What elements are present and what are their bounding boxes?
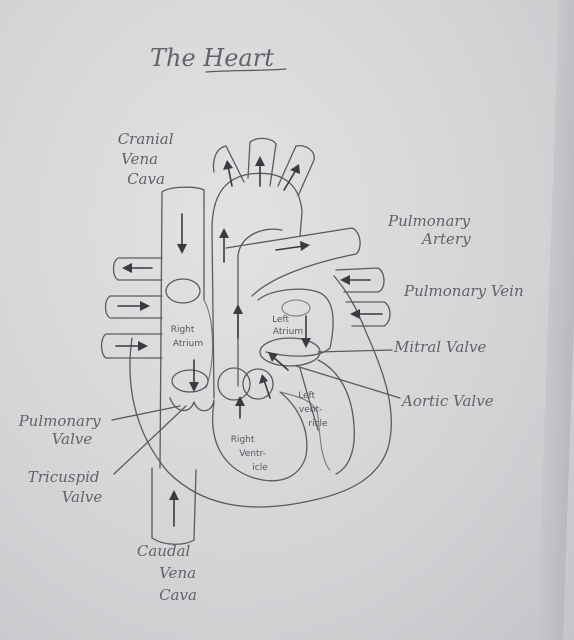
arrow-branch-left xyxy=(227,165,233,187)
arrow-vein-right-lower-head xyxy=(350,309,360,319)
leader-aortic xyxy=(295,365,401,399)
pulmonary-artery-label: Pulmonary Artery xyxy=(387,212,475,248)
aortic-arch-inner xyxy=(237,228,283,387)
arrow-aorta-inner-up-head xyxy=(233,304,243,314)
pulmonary-vein-left-middle xyxy=(104,295,163,319)
leader-pulmonary-valve xyxy=(111,405,181,421)
pulmonary-artery-vessel xyxy=(225,227,361,297)
arrow-vein-right-upper-head xyxy=(340,275,350,285)
tricuspid-valve-cusps xyxy=(169,397,215,412)
arrow-vein-left-lower-head xyxy=(138,341,148,351)
aortic-valve-label: Aortic Valve xyxy=(400,392,494,410)
arrow-vein-left-middle-head xyxy=(140,301,150,311)
arrow-left-ventricle-up-head xyxy=(259,374,268,384)
arrow-vein-left-upper-head xyxy=(122,263,132,273)
left-ventricle-chamber xyxy=(299,359,355,475)
arrow-left-atrium-down-head xyxy=(301,338,311,348)
septum xyxy=(279,391,331,471)
pulmonary-valve-ring xyxy=(217,367,251,401)
aortic-branch-right xyxy=(277,144,315,197)
arrow-cranial-down-head xyxy=(177,244,187,254)
arrow-pulmonary-artery-head xyxy=(300,241,310,251)
right-atrium-wall xyxy=(203,299,214,389)
heart-outline xyxy=(129,275,392,508)
pulmonary-valve-label: Pulmonary Valve xyxy=(18,412,106,448)
pulmonary-vein-right-lower xyxy=(345,301,391,327)
mitral-valve-shape xyxy=(259,337,321,367)
tricuspid-opening xyxy=(171,369,209,393)
right-ventricle-chamber xyxy=(212,391,308,482)
leader-mitral xyxy=(317,349,393,353)
left-ventricle-label: Left vent- ricle xyxy=(298,391,328,429)
arrow-atrium-down-head xyxy=(189,382,199,392)
flow-arrows xyxy=(115,156,383,527)
pulmonary-vein-right-upper xyxy=(335,267,385,293)
aortic-branch-left xyxy=(212,145,245,183)
arrow-caudal-up-head xyxy=(169,490,179,500)
mitral-valve-label: Mitral Valve xyxy=(393,338,487,356)
vena-cava-opening xyxy=(165,278,201,304)
aortic-arch xyxy=(211,172,303,399)
aortic-branch-middle xyxy=(247,137,277,187)
diagram-title: The Heart xyxy=(150,44,274,72)
arrow-pulmonary-artery xyxy=(275,245,305,251)
arrow-left-ventricle-up xyxy=(263,379,271,399)
arrow-mitral-diag-head xyxy=(268,352,278,362)
tricuspid-valve-label: Tricuspid Valve xyxy=(28,468,105,506)
cranial-vena-cava-vessel xyxy=(159,186,205,469)
arrow-branch-right-head xyxy=(290,164,300,174)
aortic-valve-ring xyxy=(242,368,274,400)
left-atrium-label: Left Atrium xyxy=(272,315,303,337)
pulmonary-vein-label: Pulmonary Vein xyxy=(403,282,524,300)
right-atrium-label: Right Atrium xyxy=(171,325,203,349)
arrow-branch-right xyxy=(283,169,297,191)
leader-tricuspid xyxy=(113,405,187,475)
caudal-vena-cava-vessel xyxy=(151,467,197,545)
arrow-branch-middle-head xyxy=(255,156,265,166)
left-atrium-chamber xyxy=(257,288,334,357)
right-ventricle-label: Right Ventr- icle xyxy=(231,435,269,473)
pulmonary-vein-left-lower xyxy=(100,333,163,359)
title-underline xyxy=(205,68,287,73)
pulmonary-vein-left-upper xyxy=(112,257,163,281)
caudal-vena-cava-label: Caudal Vena Cava xyxy=(137,542,201,604)
arrow-branch-left-head xyxy=(223,160,233,170)
cranial-vena-cava-label: Cranial Vena Cava xyxy=(118,130,179,188)
arrow-right-ventricle-up-head xyxy=(235,396,245,406)
left-atrium-opening xyxy=(281,299,311,317)
arrow-aorta-up-head xyxy=(219,228,229,238)
